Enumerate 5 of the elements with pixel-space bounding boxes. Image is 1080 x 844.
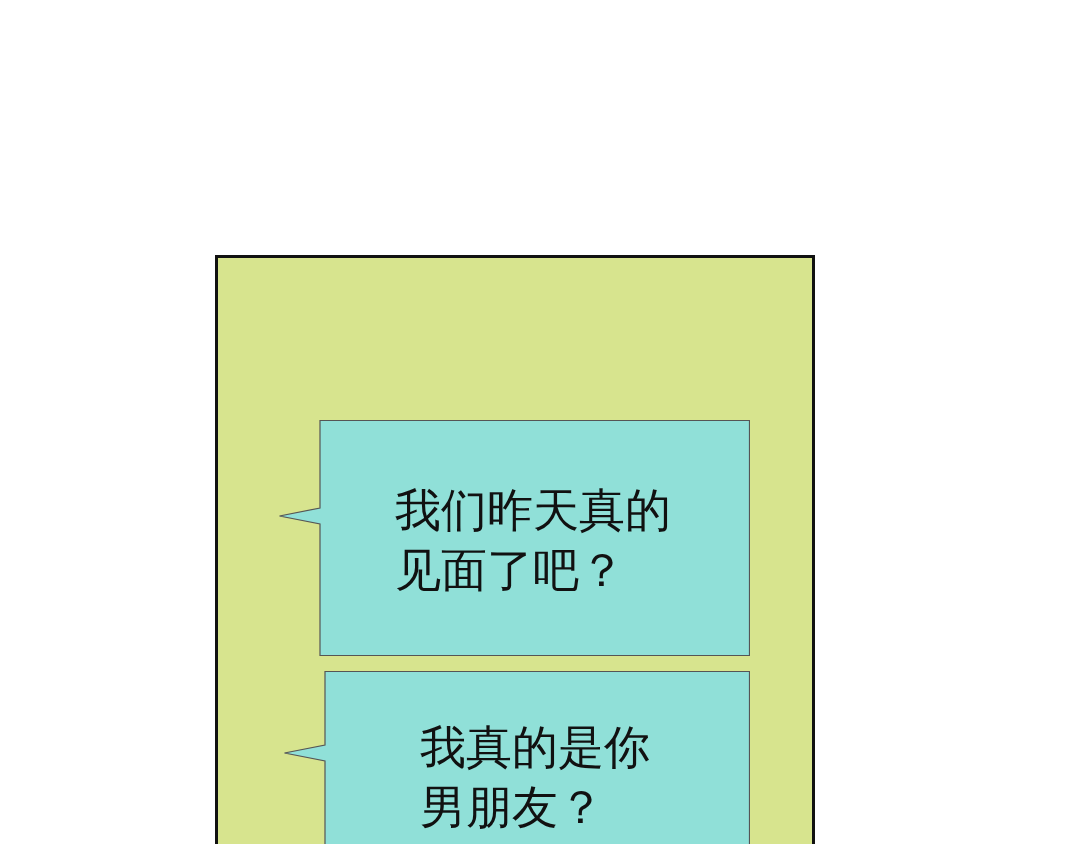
speech-text: 我们昨天真的见面了吧？ bbox=[395, 482, 672, 599]
comic-panel bbox=[215, 255, 815, 844]
speech-text: 我真的是你男朋友？ bbox=[420, 719, 651, 836]
speech-bubble bbox=[284, 671, 750, 844]
speech-bubble bbox=[279, 420, 750, 656]
